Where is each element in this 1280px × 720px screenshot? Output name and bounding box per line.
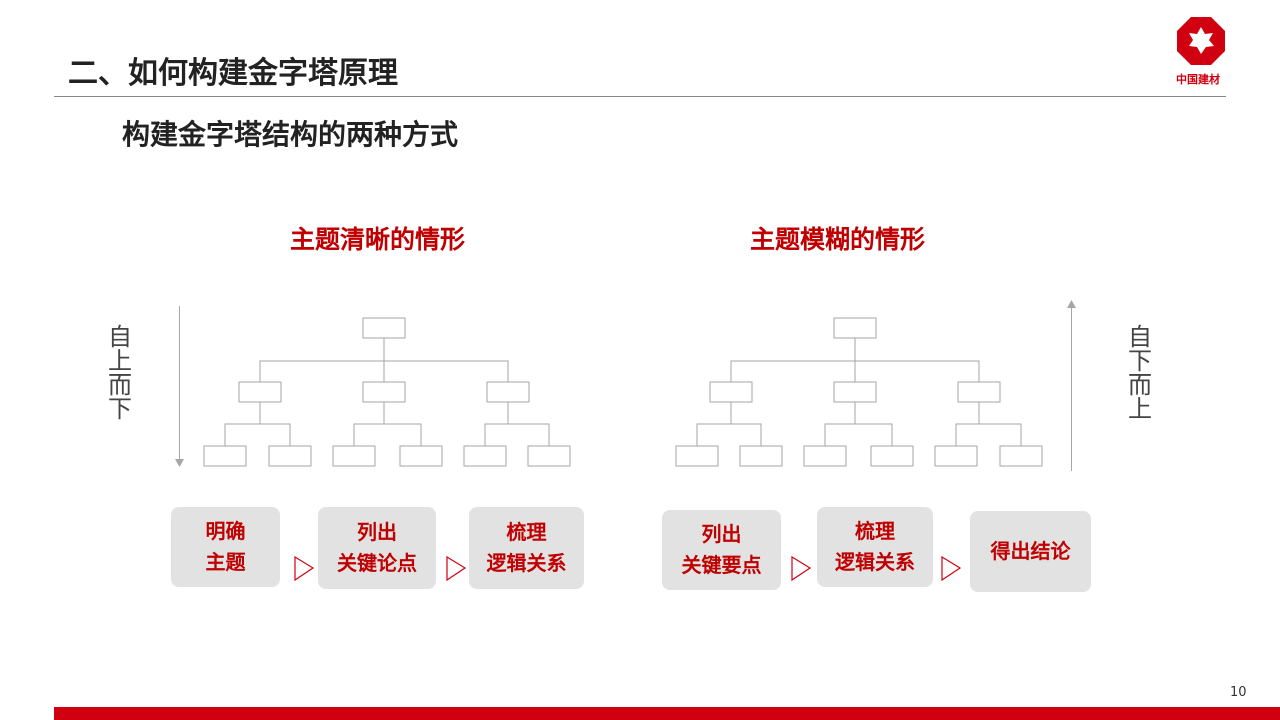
up-arrow-icon xyxy=(1067,300,1076,471)
page-number: 10 xyxy=(1230,685,1247,700)
logo-text: 中国建材 xyxy=(1176,73,1220,86)
down-arrow-icon xyxy=(175,306,184,467)
step-sort-logic: 梳理逻辑关系 xyxy=(469,507,584,589)
subtitle: 构建金字塔结构的两种方式 xyxy=(122,118,459,151)
title-divider xyxy=(54,96,1226,97)
left-heading: 主题清晰的情形 xyxy=(290,225,466,254)
page-title: 二、如何构建金字塔原理 xyxy=(68,56,398,91)
left-direction-label: 自上而下 xyxy=(108,323,132,423)
step-list-key-points: 列出关键论点 xyxy=(318,507,436,589)
step-arrow-icons xyxy=(294,555,962,582)
right-tree xyxy=(675,317,1043,467)
step-list-key-elements: 列出关键要点 xyxy=(662,510,781,590)
step-draw-conclusion: 得出结论 xyxy=(970,511,1091,592)
logo-icon xyxy=(1176,16,1226,70)
right-heading: 主题模糊的情形 xyxy=(750,225,926,254)
left-tree xyxy=(203,317,571,467)
step-clarify-topic: 明确主题 xyxy=(171,507,280,587)
step-sort-logic-right: 梳理逻辑关系 xyxy=(817,507,933,587)
right-direction-label: 自下而上 xyxy=(1128,323,1152,423)
footer-bar xyxy=(54,707,1280,720)
